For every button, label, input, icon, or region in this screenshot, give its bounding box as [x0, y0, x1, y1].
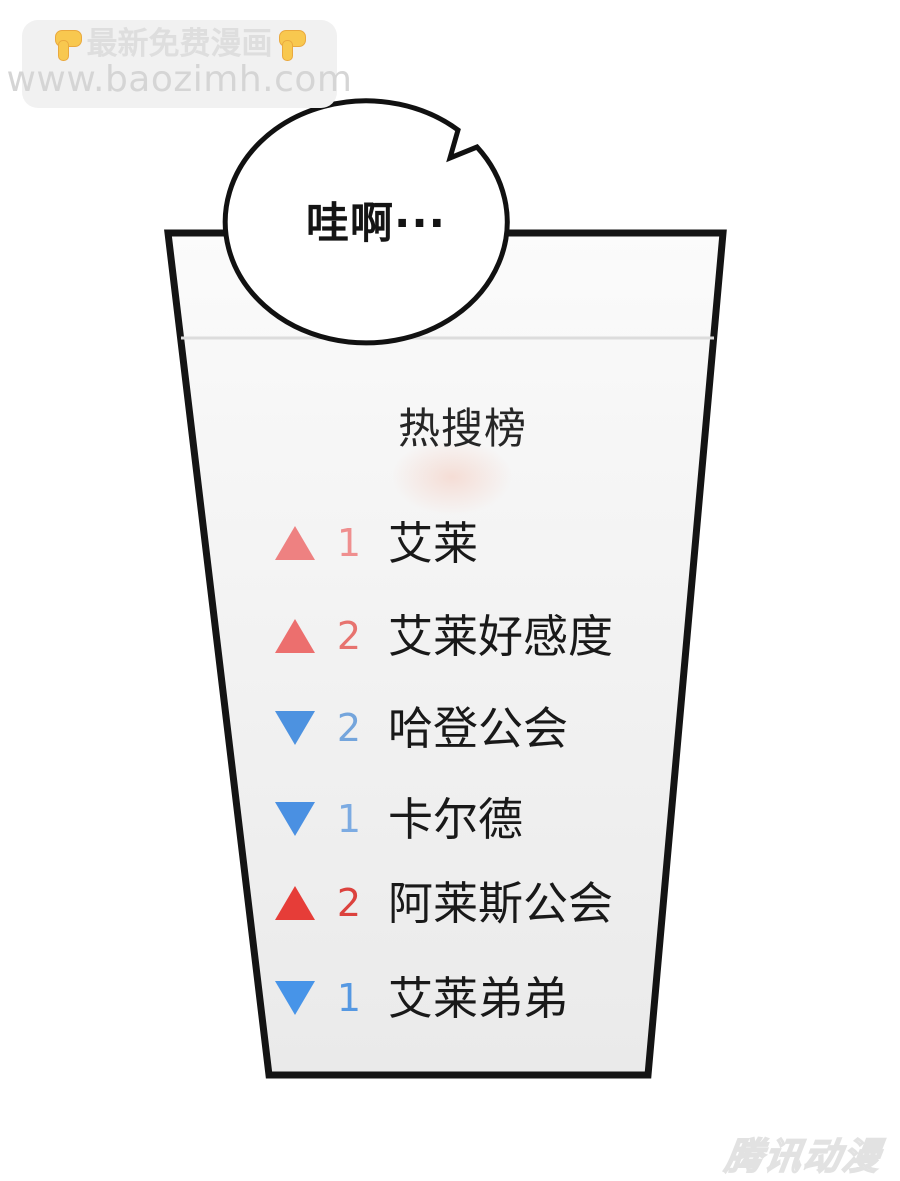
hot-search-row: 1 卡尔德 [275, 796, 523, 842]
hot-search-row: 2 哈登公会 [275, 705, 568, 751]
search-term: 卡尔德 [388, 792, 524, 846]
search-term: 阿莱斯公会 [388, 876, 614, 930]
trend-up-icon [275, 619, 315, 653]
point-down-icon-right [278, 28, 306, 62]
rank-change-number: 2 [336, 706, 362, 750]
point-down-icon-left [54, 28, 82, 62]
rank-change-number: 1 [336, 797, 362, 841]
search-term: 艾莱弟弟 [388, 971, 569, 1025]
rank-change-number: 1 [336, 976, 362, 1020]
rank-change-number: 1 [336, 521, 362, 565]
hot-search-row: 2 阿莱斯公会 [275, 880, 613, 926]
search-term: 艾莱好感度 [388, 609, 614, 663]
trend-down-icon [275, 802, 315, 836]
watermark-title: 最新免费漫画 [86, 25, 273, 62]
speech-bubble-text: 哇啊··· [306, 199, 447, 249]
watermark-title-line: 最新免费漫画 [54, 25, 306, 62]
trend-down-icon [275, 711, 315, 745]
hot-search-row: 1 艾莱弟弟 [275, 975, 568, 1021]
search-term: 哈登公会 [388, 701, 569, 755]
rank-change-number: 2 [336, 881, 362, 925]
watermark-baozimh: 最新免费漫画 www.baozimh.com [6, 20, 352, 108]
hot-search-title: 热搜榜 [398, 404, 528, 453]
tencent-comics-logo: 腾讯动漫 [722, 1134, 886, 1179]
hot-search-row: 2 艾莱好感度 [275, 613, 613, 659]
search-term: 艾莱 [388, 516, 479, 570]
phone-screen [164, 229, 727, 1079]
trend-up-icon [275, 526, 315, 560]
screen-glare [392, 439, 512, 515]
hot-search-row: 1 艾莱 [275, 520, 478, 566]
trend-down-icon [275, 981, 315, 1015]
trend-up-icon [275, 886, 315, 920]
watermark-url: www.baozimh.com [6, 59, 353, 101]
rank-change-number: 2 [336, 614, 362, 658]
